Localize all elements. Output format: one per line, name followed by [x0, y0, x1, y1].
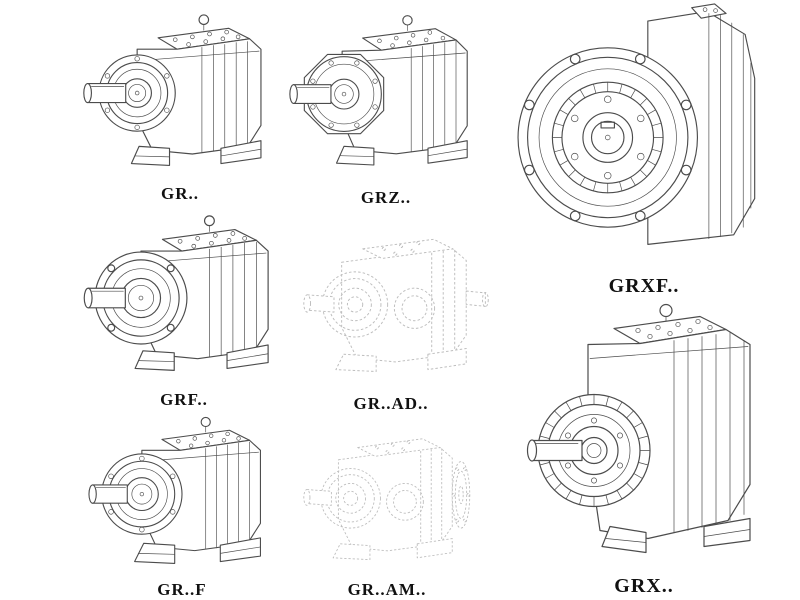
- cover-screws: [177, 231, 247, 249]
- hub-bolts: [571, 95, 645, 180]
- cover-screws: [377, 30, 446, 48]
- motor-adapter-flange: [451, 461, 471, 529]
- flange-mounted-gear-unit-front-view-drawing: [517, 3, 756, 245]
- figure-label-grxf: GRXF..: [608, 275, 680, 297]
- flange-bolt-holes: [108, 455, 176, 533]
- foot-mounted-gear-unit-octagon-front-drawing: [289, 15, 468, 166]
- figure-label-gr-ad: GR..AD..: [353, 394, 429, 413]
- figure-label-gr-f: GR..F: [157, 580, 207, 599]
- output-shaft: [289, 84, 332, 104]
- output-bearing-housing: [537, 393, 651, 508]
- gearbox-drawing-grx-wrap: [498, 300, 790, 573]
- mounting-feet: [130, 140, 262, 166]
- large-foot-mounted-gear-unit-drawing: [526, 303, 751, 554]
- flange-bolt-holes: [523, 53, 692, 222]
- figure-grz: GRZ..: [288, 4, 484, 208]
- gearbox-drawing-grxf-wrap: [498, 2, 790, 273]
- figure-label-gr-am: GR..AM..: [347, 580, 427, 599]
- gear-housing-body: [341, 238, 467, 363]
- cover-screws: [173, 29, 241, 47]
- figure-grx: GRX..: [498, 300, 790, 598]
- output-shaft: [83, 287, 126, 309]
- lifting-eye-icon: [200, 416, 211, 433]
- figure-gr-am: GR..AM..: [288, 416, 486, 600]
- gear-unit-with-output-flange-drawing: [88, 416, 261, 564]
- output-shaft: [526, 439, 583, 462]
- output-shaft: [303, 489, 332, 506]
- figure-label-grf: GRF..: [160, 390, 208, 409]
- lifting-eye-icon: [198, 14, 210, 31]
- figure-grxf: GRXF..: [498, 2, 790, 298]
- top-cover: [613, 315, 727, 345]
- mounting-feet: [335, 348, 467, 372]
- foot-mounted-gear-unit-drawing: [83, 14, 262, 166]
- output-shaft-end: [582, 112, 634, 163]
- figure-gr-ad: GR..AD..: [288, 214, 494, 414]
- lifting-eye-icon: [402, 15, 413, 31]
- output-shaft: [303, 294, 335, 313]
- lifting-eye-icon: [203, 215, 215, 232]
- gear-unit-with-motor-flange-phantom-drawing: [303, 438, 471, 561]
- gearbox-drawing-grf-wrap: [80, 210, 288, 388]
- ring-fins: [552, 81, 664, 194]
- gearbox-drawing-gr-ad-wrap: [288, 214, 494, 392]
- gearbox-drawing-gr-am-wrap: [288, 416, 486, 578]
- flange-bolt-dots: [451, 467, 471, 523]
- output-bearing-housing: [98, 54, 176, 132]
- internal-gears: [320, 468, 424, 529]
- output-shaft: [88, 484, 128, 504]
- toothed-bearing-ring: [551, 81, 664, 194]
- flange-bolt-holes: [107, 264, 175, 332]
- gearbox-drawing-gr-f-wrap: [82, 412, 282, 578]
- housing-bolts: [104, 56, 170, 130]
- mounting-feet: [134, 344, 269, 371]
- mounting-feet: [134, 537, 261, 564]
- housing-bolts: [310, 60, 378, 128]
- gear-unit-with-input-adapter-phantom-drawing: [303, 238, 489, 372]
- cover-screws: [635, 318, 713, 340]
- figure-gr: GR..: [80, 6, 280, 204]
- output-shaft: [83, 82, 127, 104]
- gear-housing-body: [136, 38, 262, 155]
- mounting-feet: [601, 517, 751, 554]
- cover-screws: [176, 431, 241, 448]
- figure-gr-f: GR..F: [82, 412, 282, 600]
- gear-housing-body: [337, 438, 453, 552]
- housing-bolts: [565, 417, 623, 484]
- figure-label-grx: GRX..: [614, 575, 674, 597]
- gearbox-drawing-gr-wrap: [80, 6, 280, 182]
- mounting-feet: [332, 538, 453, 561]
- figure-label-gr: GR..: [161, 184, 199, 203]
- figure-label-grz: GRZ..: [360, 188, 412, 207]
- input-shaft-adapter: [465, 290, 489, 308]
- gearbox-drawing-grz-wrap: [288, 4, 484, 186]
- figure-grf: GRF..: [80, 210, 288, 410]
- mounting-feet: [335, 140, 468, 166]
- flange-mounted-helical-gear-unit-drawing: [83, 215, 269, 371]
